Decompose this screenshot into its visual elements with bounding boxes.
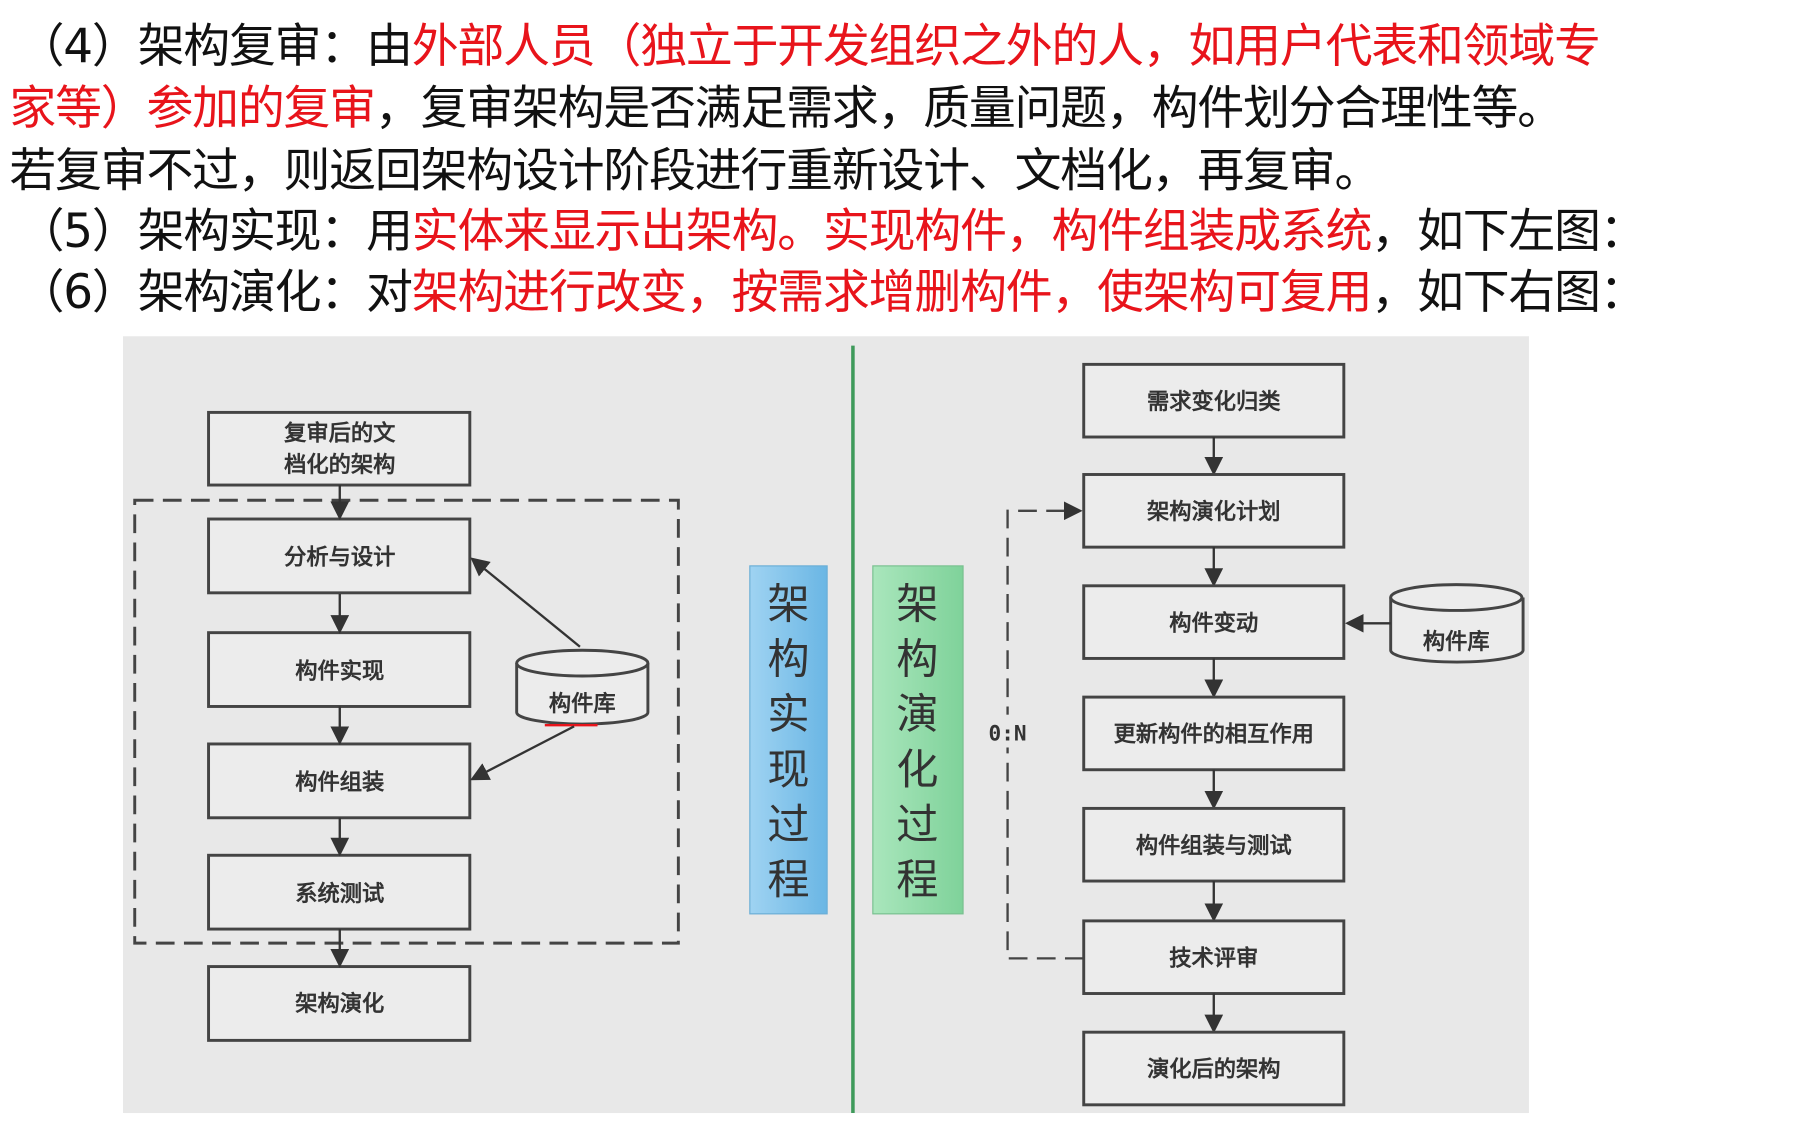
step-box [1082, 473, 1346, 549]
step-label: 技术评审 [1169, 944, 1258, 971]
step-box [1082, 919, 1346, 995]
step-label: 架构演化计划 [1147, 498, 1281, 525]
step-label: 更新构件的相互作用 [1114, 721, 1314, 748]
repository-label: 构件库 [1423, 628, 1490, 655]
title-char: 构 [896, 635, 938, 684]
title-char: 实 [767, 690, 809, 739]
step-box [207, 742, 472, 820]
step-box [1082, 584, 1346, 660]
step-label: 分析与设计 [284, 545, 395, 571]
title-char: 架 [767, 580, 809, 629]
paragraph-4-line-2: 家等）参加的复审，复审架构是否满足需求，质量问题，构件划分合理性等。 [9, 78, 1564, 139]
green-title-box [872, 565, 964, 915]
step-box [1082, 362, 1346, 439]
text: （6）架构演化：对 [17, 265, 413, 320]
title-char: 现 [767, 745, 809, 794]
text: ，如下右图： [1371, 265, 1646, 320]
title-char: 程 [896, 855, 938, 904]
repository-cylinder: 构件库 [1389, 583, 1525, 664]
end-box-label: 架构演化 [295, 990, 384, 1017]
title-char: 程 [767, 855, 809, 904]
text: （4）架构复审：由 [17, 19, 413, 74]
repository-cylinder: 构件库 [515, 648, 650, 727]
title-char: 演 [896, 690, 938, 739]
loop-label: 0:N [989, 720, 1027, 745]
start-box [207, 410, 472, 487]
arrow [470, 725, 575, 781]
step-label: 构件组装与测试 [1136, 832, 1292, 859]
paragraph-5: （5）架构实现：用实体来显示出架构。实现构件，构件组装成系统，如下左图： [17, 202, 1647, 263]
title-char: 架 [896, 580, 938, 629]
title-char: 化 [896, 745, 938, 794]
start-box-label: 档化的架构 [284, 451, 395, 478]
step-label: 需求变化归类 [1147, 388, 1281, 415]
highlight-text: 家等）参加的复审 [9, 82, 376, 136]
text: ，如下左图： [1371, 205, 1646, 259]
step-box [1082, 806, 1346, 883]
paragraph-6: （6）架构演化：对架构进行改变，按需求增删构件，使架构可复用，如下右图： [17, 262, 1647, 323]
blue-title-box [749, 565, 828, 915]
step-label: 构件组装 [295, 769, 385, 796]
highlight-text: 实体来显示出架构。实现构件，构件组装成系统 [411, 205, 1373, 259]
step-label: 构件实现 [295, 657, 384, 684]
paragraph-4-line-3: 若复审不过，则返回架构设计阶段进行重新设计、文档化，再复审。 [9, 144, 1381, 199]
step-label: 系统测试 [295, 880, 384, 907]
text: （5）架构实现：用 [17, 205, 413, 259]
highlight-text: 外部人员（独立于开发组织之外的人，如用户代表和领域专 [411, 19, 1601, 74]
dashed-boundary [133, 498, 680, 945]
highlight-text: 架构进行改变，按需求增删构件，使架构可复用 [411, 265, 1373, 320]
text: ，复审架构是否满足需求，质量问题，构件划分合理性等。 [374, 82, 1564, 136]
title-char: 过 [767, 800, 809, 849]
start-box-label: 复审后的文 [283, 420, 396, 447]
repository-label: 构件库 [549, 690, 616, 717]
title-char: 构 [767, 635, 809, 684]
step-label: 构件变动 [1169, 609, 1258, 636]
title-char: 过 [896, 800, 938, 849]
step-label: 演化后的架构 [1147, 1056, 1281, 1083]
paragraph-4-line-1: （4）架构复审：由外部人员（独立于开发组织之外的人，如用户代表和领域专 [17, 16, 1601, 77]
step-box [1082, 1030, 1346, 1107]
arrow [470, 557, 581, 648]
end-box [207, 965, 472, 1042]
